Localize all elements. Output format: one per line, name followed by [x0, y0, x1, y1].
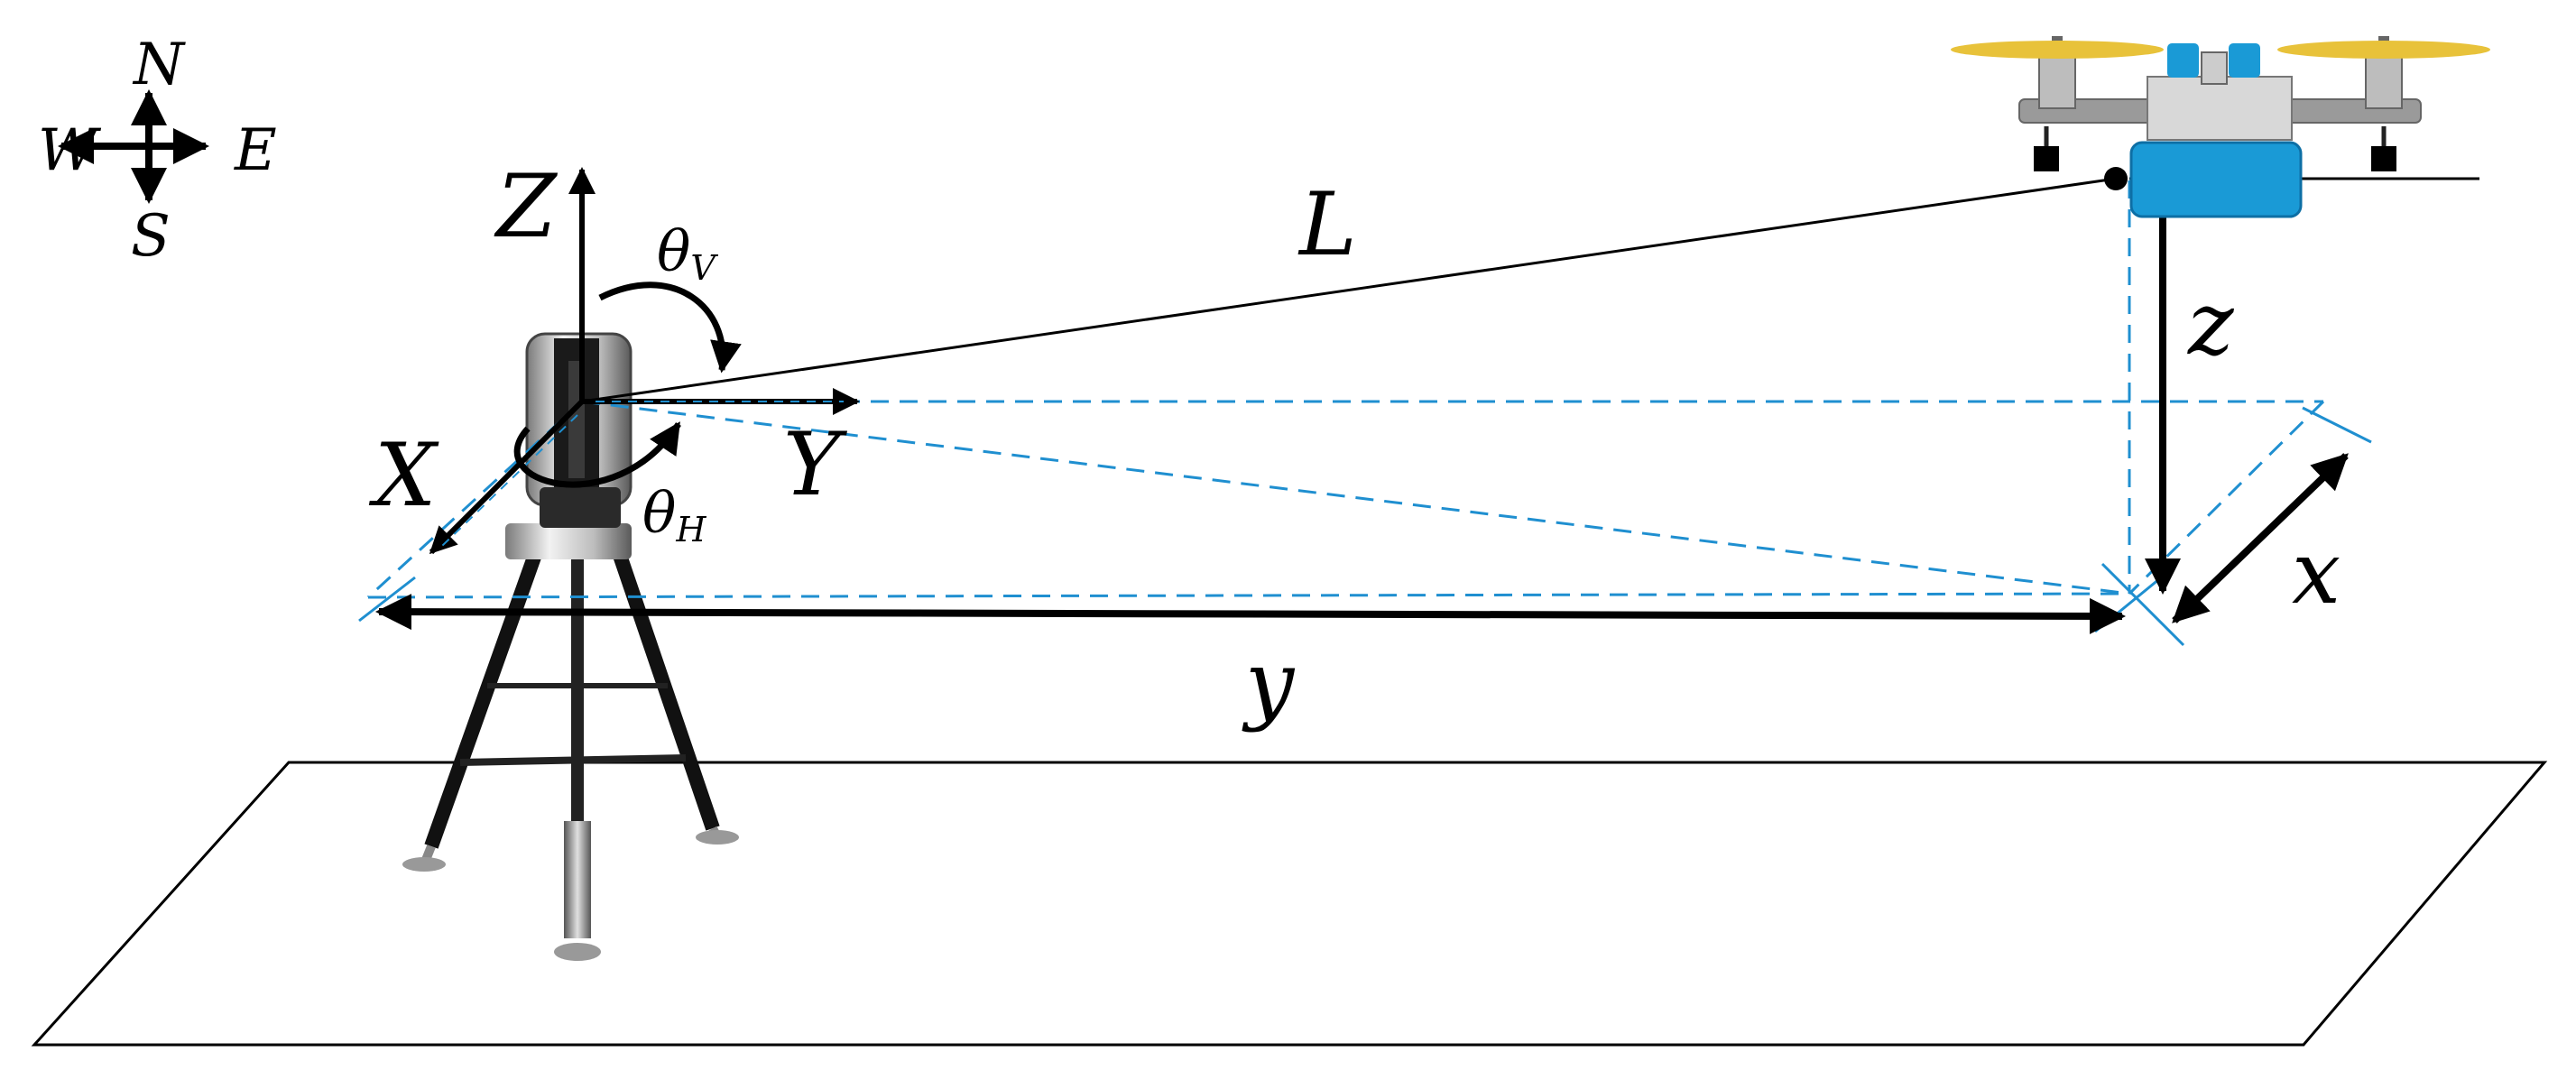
- drone: [1951, 36, 2490, 218]
- lateral-label: x: [2292, 522, 2341, 623]
- right-propeller: [2277, 41, 2490, 59]
- axis-highlights: [441, 401, 844, 547]
- left-propeller: [1951, 41, 2164, 59]
- compass-east: E: [234, 117, 277, 184]
- ground-plane: [31, 761, 2548, 1047]
- compass-rose: N S E W: [38, 32, 277, 270]
- compass-north: N: [132, 32, 186, 98]
- drone-target-box: [2129, 141, 2303, 218]
- z-axis-label: Z: [494, 156, 559, 257]
- laser-tracker-head: [525, 332, 632, 528]
- y-axis-label: Y: [783, 414, 848, 515]
- theta-v-label: θV: [657, 218, 718, 288]
- theta-v-arc: [598, 282, 742, 374]
- x-axis-label: X: [368, 425, 439, 526]
- height-label: z: [2187, 273, 2235, 374]
- lateral-x-arrow: [2172, 453, 2349, 623]
- target-point: [2104, 167, 2128, 190]
- compass-south: S: [131, 203, 171, 270]
- line-of-sight: [581, 177, 2117, 403]
- tick-marks: [358, 406, 2372, 647]
- x-axis-arrow: [429, 399, 585, 555]
- tripod: [402, 523, 739, 961]
- range-y-arrow: [375, 594, 2126, 634]
- compass-west: W: [38, 117, 102, 184]
- line-of-sight-label: L: [1297, 174, 1357, 275]
- theta-h-arc: [513, 421, 681, 488]
- range-label: y: [1242, 632, 1296, 734]
- theta-h-label: θH: [642, 480, 706, 549]
